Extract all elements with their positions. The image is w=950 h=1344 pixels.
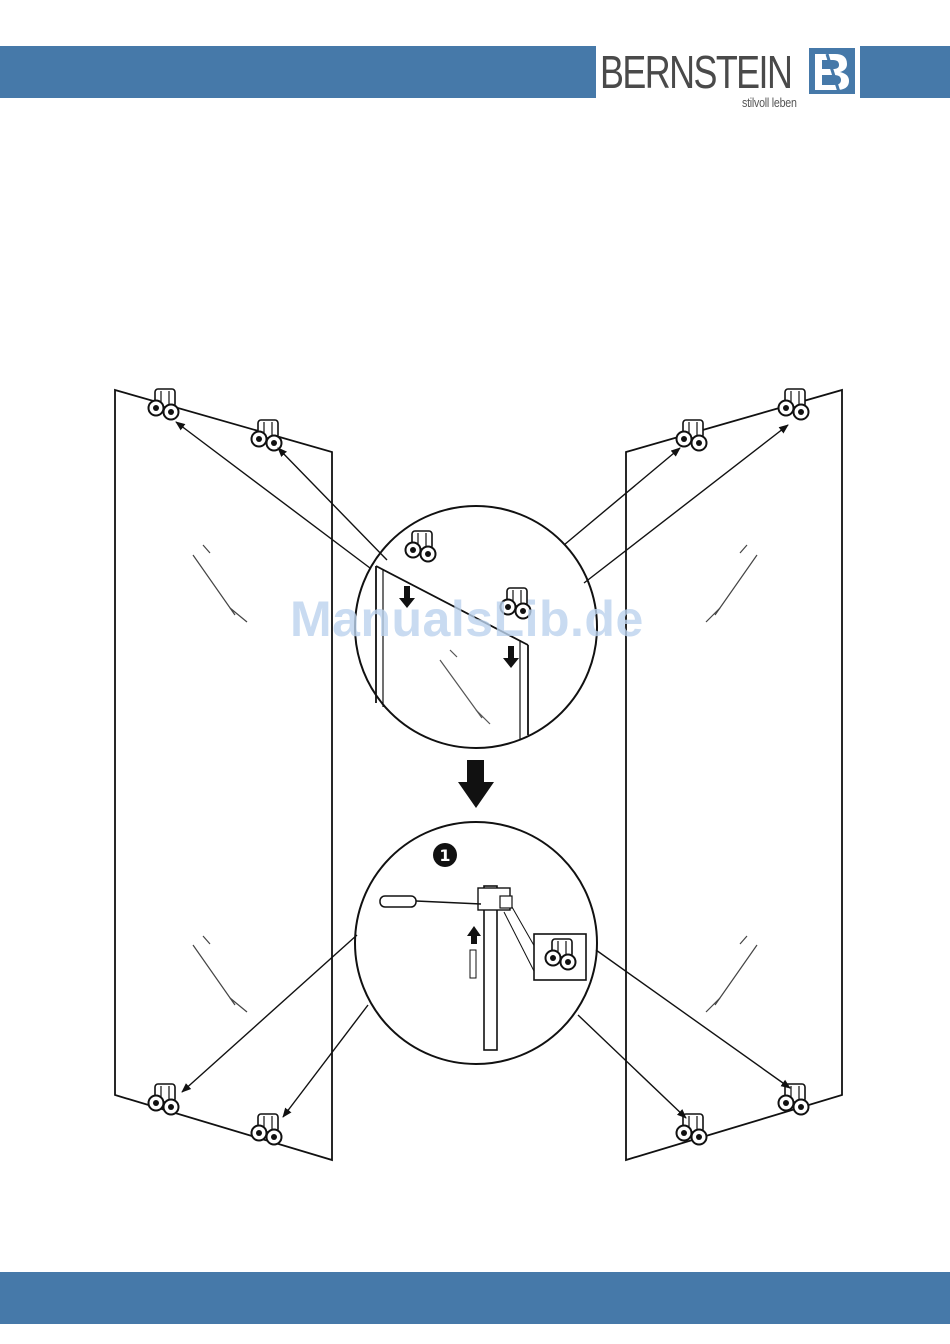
down-arrow-icon [458, 760, 494, 808]
roller-bottom-right-1-icon [677, 1114, 707, 1145]
step-number: 1 [439, 846, 450, 865]
right-glass-panel [626, 390, 842, 1160]
roller-top-left-1-icon [149, 389, 179, 420]
roller-top-right-1-icon [677, 420, 707, 451]
roller-bottom-left-2-icon [252, 1114, 282, 1145]
left-glass-panel [115, 390, 332, 1160]
roller-bottom-right-2-icon [779, 1084, 809, 1115]
roller-bottom-left-1-icon [149, 1084, 179, 1115]
roller-top-right-2-icon [779, 389, 809, 420]
roller-top-left-2-icon [252, 420, 282, 451]
watermark-text: ManualsLib.de [290, 590, 644, 648]
detail-circle-bottom: 1 [355, 822, 597, 1064]
